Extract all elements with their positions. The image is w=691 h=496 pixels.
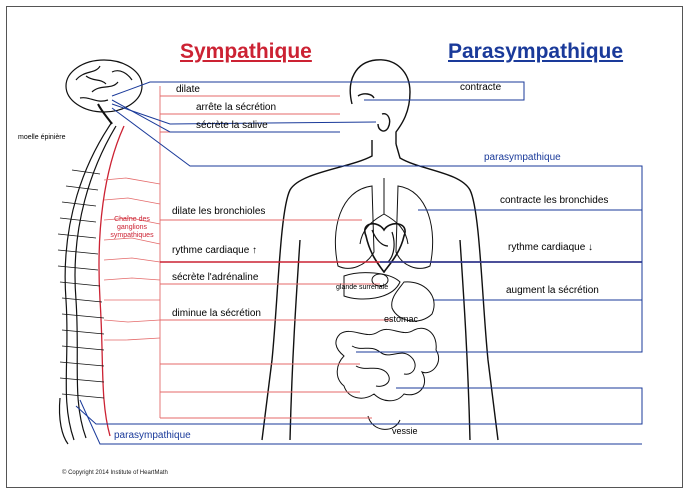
spine-drawing xyxy=(58,122,160,444)
brain-drawing xyxy=(66,60,142,124)
body-outline xyxy=(262,60,498,440)
label-contract: contracte xyxy=(460,82,501,93)
label-heart-rate-up: rythme cardiaque ↑ xyxy=(172,245,257,256)
parasympathetic-heading: Parasympathique xyxy=(448,40,623,64)
sympathetic-heading: Sympathique xyxy=(180,40,312,64)
label-ganglion-chain: Chaîne des ganglions sympathiques xyxy=(106,216,158,240)
label-bladder: vessie xyxy=(392,426,418,436)
label-stop-secretion: arrête la sécrétion xyxy=(196,102,276,113)
copyright-notice: © Copyright 2014 Institute of HeartMath xyxy=(62,470,168,476)
label-heart-rate-down: rythme cardiaque ↓ xyxy=(508,242,593,253)
label-adrenal-gland: glande surrénale xyxy=(336,284,388,291)
label-spinal-cord: moelle épinière xyxy=(18,134,65,141)
label-stomach: estomac xyxy=(384,314,418,324)
label-salivate: sécrète la salive xyxy=(196,120,268,131)
label-adrenaline: sécrète l'adrénaline xyxy=(172,272,258,283)
label-reduce-secretion: diminue la sécrétion xyxy=(172,308,261,319)
label-parasympathetic-sacral: parasympathique xyxy=(114,430,191,441)
label-parasympathetic-cranial: parasympathique xyxy=(484,152,561,163)
label-increase-secretion: augment la sécrétion xyxy=(506,285,599,296)
label-dilate: dilate xyxy=(176,84,200,95)
parasympathetic-lines xyxy=(76,82,642,444)
label-dilate-bronchioles: dilate les bronchioles xyxy=(172,206,265,217)
label-contract-bronchi: contracte les bronchides xyxy=(500,195,608,206)
